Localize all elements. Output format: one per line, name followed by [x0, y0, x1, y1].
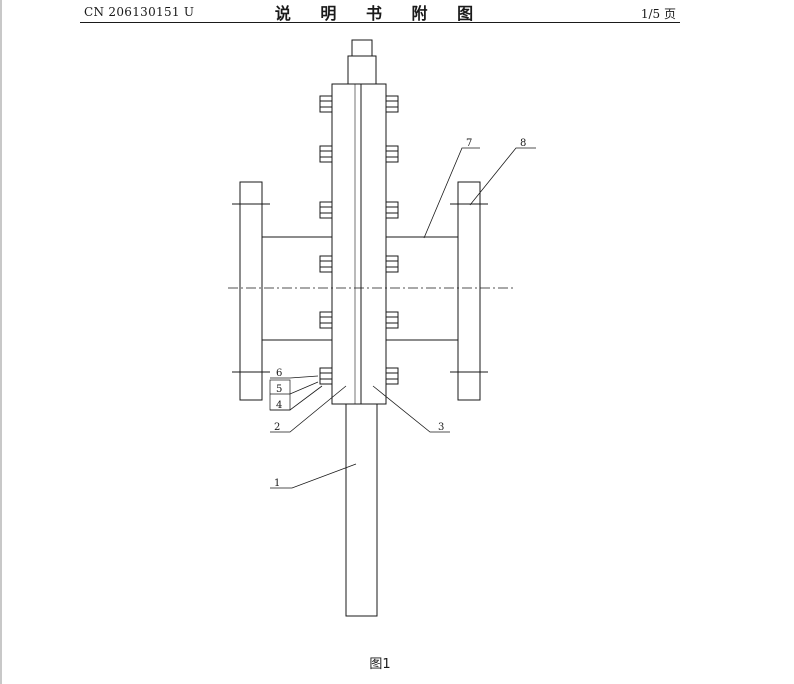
bolt-right-4	[385, 255, 399, 273]
ref-label-6: 6	[276, 368, 282, 379]
ref-label-8: 8	[520, 138, 526, 149]
leader-8	[469, 147, 536, 206]
bolt-left-4	[319, 255, 333, 273]
header-rule	[80, 22, 680, 23]
bolt-left-1	[319, 95, 333, 113]
bolt-right-6	[385, 367, 399, 385]
ref-label-4: 4	[276, 400, 282, 411]
bolt-right-3	[385, 201, 399, 219]
page-number: 1/5 页	[640, 7, 676, 21]
page-header: CN 206130151 U 说 明 书 附 图 1/5 页	[80, 0, 680, 24]
bolt-left-5	[319, 311, 333, 329]
page-edge	[0, 0, 2, 684]
leader-2	[270, 385, 347, 433]
figure-caption: 图1	[369, 657, 391, 672]
ref-label-3: 3	[438, 422, 444, 433]
bolt-right-2	[385, 145, 399, 163]
leader-1	[270, 463, 357, 489]
bolt-right-1	[385, 95, 399, 113]
shaft	[345, 403, 378, 617]
leader-7	[423, 147, 480, 239]
top-stem-collar	[347, 55, 377, 85]
bolt-right-5	[385, 311, 399, 329]
bolt-left-6	[319, 367, 333, 385]
bolt-left-2	[319, 145, 333, 163]
left-flange	[239, 181, 263, 401]
ref-label-2: 2	[274, 422, 280, 433]
clamp-body	[331, 83, 387, 405]
bolt-left-3	[319, 201, 333, 219]
top-stem	[351, 39, 373, 57]
publication-number: CN 206130151 U	[84, 5, 195, 19]
ref-label-1: 1	[274, 478, 280, 489]
right-flange	[457, 181, 481, 401]
leader-3	[372, 385, 450, 433]
ref-label-5: 5	[276, 384, 282, 395]
ref-label-7: 7	[466, 138, 472, 149]
leader-6	[270, 375, 319, 379]
document-title: 说 明 书 附 图	[274, 4, 486, 23]
